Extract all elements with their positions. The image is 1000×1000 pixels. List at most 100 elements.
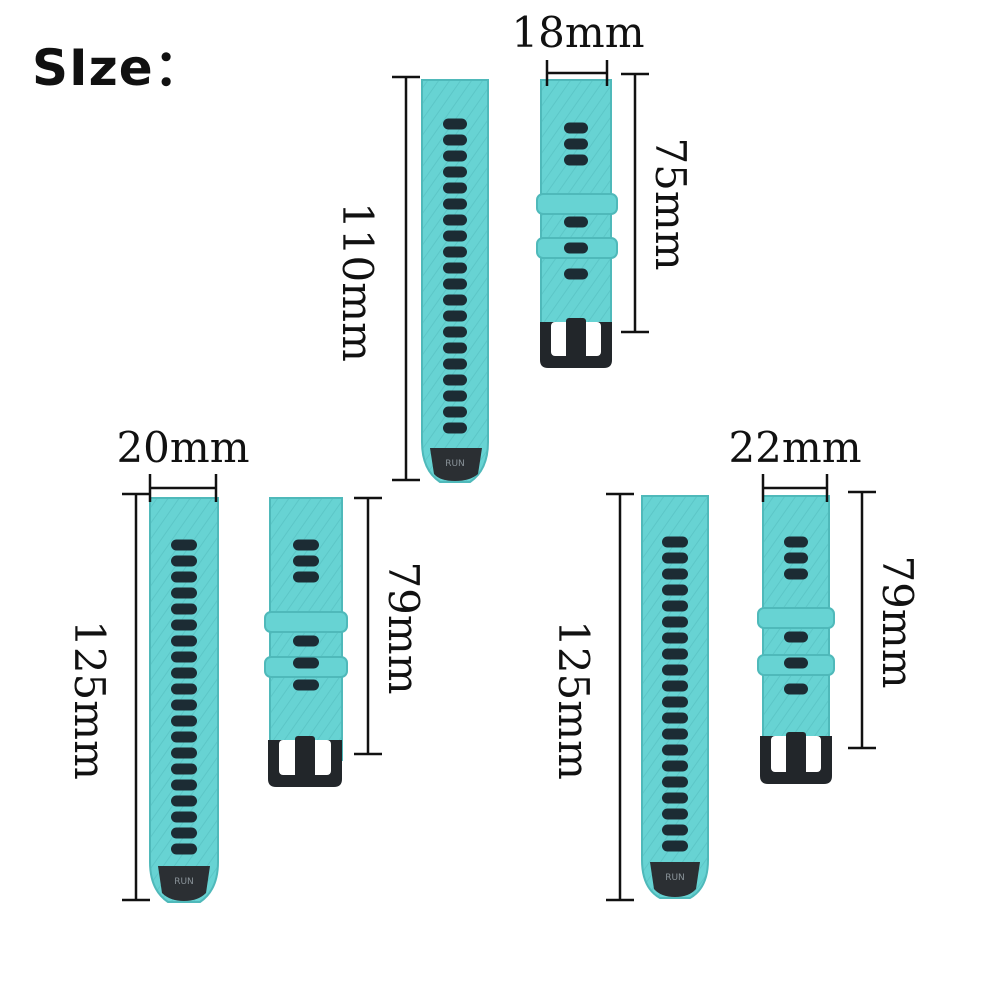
strap-hole bbox=[784, 657, 808, 669]
long-strap: RUN bbox=[641, 495, 709, 899]
page-title: SIze： bbox=[32, 39, 205, 97]
strap-hole bbox=[293, 571, 319, 583]
strap-hole bbox=[171, 603, 197, 615]
strap-hole bbox=[662, 616, 688, 628]
strap-hole bbox=[662, 552, 688, 564]
strap-hole bbox=[662, 792, 688, 804]
strap-hole bbox=[662, 632, 688, 644]
long-length-label: 125mm bbox=[65, 620, 114, 780]
tip-logo: RUN bbox=[665, 873, 685, 883]
strap-hole bbox=[443, 342, 467, 354]
strap-hole bbox=[171, 747, 197, 759]
strap-hole bbox=[171, 667, 197, 679]
strap-hole bbox=[784, 683, 808, 695]
strap-hole bbox=[662, 648, 688, 660]
strap-hole bbox=[564, 216, 588, 228]
strap-hole bbox=[171, 779, 197, 791]
strap-hole bbox=[662, 744, 688, 756]
strap-hole bbox=[171, 715, 197, 727]
long-strap: RUN bbox=[421, 79, 489, 483]
strap-hole bbox=[171, 571, 197, 583]
strap-hole bbox=[171, 539, 197, 551]
strap-hole bbox=[564, 242, 588, 254]
strap-hole bbox=[443, 246, 467, 258]
strap-hole bbox=[443, 406, 467, 418]
strap-hole bbox=[662, 840, 688, 852]
strap-holes bbox=[443, 118, 467, 434]
width-label: 22mm bbox=[728, 423, 861, 472]
buckle-tongue bbox=[295, 736, 315, 779]
strap-hole bbox=[564, 122, 588, 134]
strap-hole bbox=[662, 760, 688, 772]
strap-hole bbox=[784, 536, 808, 548]
strap-hole bbox=[564, 154, 588, 166]
strap-hole bbox=[171, 587, 197, 599]
strap-hole bbox=[171, 763, 197, 775]
buckle-tongue bbox=[786, 732, 806, 776]
strap-hole bbox=[443, 150, 467, 162]
strap-hole bbox=[662, 712, 688, 724]
strap-hole bbox=[443, 166, 467, 178]
strap-hole bbox=[171, 843, 197, 855]
strap-hole bbox=[293, 539, 319, 551]
short-length-label: 79mm bbox=[379, 561, 428, 694]
strap-hole bbox=[171, 795, 197, 807]
long-strap: RUN bbox=[149, 497, 219, 903]
strap-hole bbox=[171, 811, 197, 823]
strap-hole bbox=[171, 651, 197, 663]
strap-hole bbox=[784, 552, 808, 564]
strap-hole bbox=[293, 555, 319, 567]
strap-hole bbox=[662, 664, 688, 676]
strap-holes bbox=[784, 536, 808, 580]
strap-hole bbox=[293, 657, 319, 669]
dimension-lines bbox=[122, 474, 382, 902]
strap-keeper bbox=[757, 607, 835, 629]
strap-hole bbox=[293, 679, 319, 691]
strap-hole bbox=[443, 310, 467, 322]
strap-hole bbox=[662, 536, 688, 548]
strap-hole bbox=[662, 808, 688, 820]
strap-holes bbox=[662, 536, 688, 852]
dimension-lines bbox=[392, 60, 649, 482]
strap-tip bbox=[650, 862, 700, 897]
strap-hole bbox=[662, 600, 688, 612]
strap-tip bbox=[158, 866, 210, 901]
strap-hole bbox=[443, 374, 467, 386]
strap-holes bbox=[784, 631, 808, 695]
strap-hole bbox=[662, 728, 688, 740]
buckle-tongue bbox=[566, 318, 586, 360]
long-length-label: 125mm bbox=[549, 620, 598, 780]
strap-hole bbox=[171, 699, 197, 711]
strap-tip bbox=[430, 448, 482, 481]
strap-holes bbox=[171, 539, 197, 855]
strap-hole bbox=[171, 731, 197, 743]
strap-hole bbox=[662, 696, 688, 708]
strap-keeper bbox=[536, 193, 618, 215]
strap-hole bbox=[443, 390, 467, 402]
strap-hole bbox=[662, 584, 688, 596]
strap-hole bbox=[171, 555, 197, 567]
strap-hole bbox=[443, 198, 467, 210]
strap-hole bbox=[784, 568, 808, 580]
strap-holes bbox=[293, 539, 319, 583]
tip-logo: RUN bbox=[445, 459, 465, 469]
strap-hole bbox=[293, 635, 319, 647]
strap-hole bbox=[443, 118, 467, 130]
strap-hole bbox=[662, 824, 688, 836]
band-set-20mm: RUN 20mm 125mm 79mm bbox=[65, 423, 428, 903]
short-strap bbox=[264, 497, 348, 787]
strap-hole bbox=[443, 214, 467, 226]
long-length-label: 110mm bbox=[333, 202, 382, 362]
width-label: 18mm bbox=[511, 8, 644, 57]
width-label: 20mm bbox=[116, 423, 249, 472]
strap-hole bbox=[171, 635, 197, 647]
strap-holes bbox=[564, 122, 588, 166]
strap-holes bbox=[293, 635, 319, 691]
short-strap bbox=[536, 79, 618, 368]
strap-hole bbox=[171, 619, 197, 631]
strap-hole bbox=[564, 138, 588, 150]
strap-hole bbox=[443, 422, 467, 434]
strap-hole bbox=[443, 182, 467, 194]
strap-keeper bbox=[264, 611, 348, 633]
strap-hole bbox=[443, 278, 467, 290]
